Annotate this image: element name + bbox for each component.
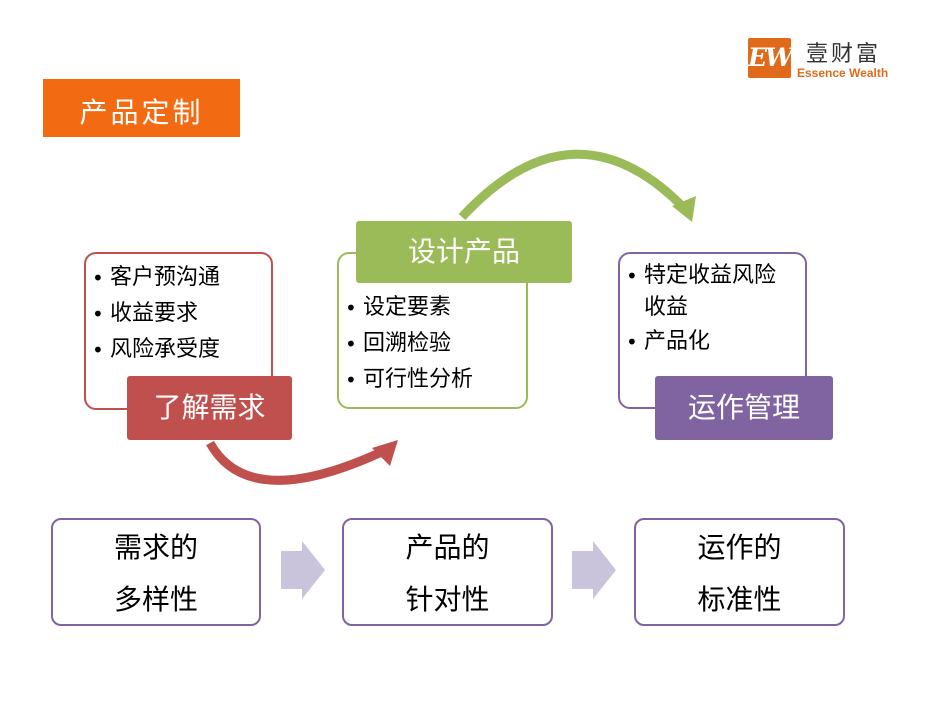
list-item: 设定要素 (339, 290, 526, 326)
list-item: 特定收益风险收益 (620, 260, 791, 324)
arrow-red-head (372, 440, 398, 466)
page-title: 产品定制 (79, 96, 204, 129)
characteristic-box-targeting: 产品的 针对性 (342, 518, 553, 626)
characteristic-box-standard: 运作的 标准性 (634, 518, 845, 626)
arrow-understand-to-design (206, 440, 392, 485)
logo-english-name: Essence Wealth (797, 66, 889, 80)
logo-mark-text: EW (748, 43, 793, 72)
logo-mark: EW (748, 38, 793, 78)
arrow-design-to-operate (458, 149, 690, 221)
characteristic-line: 需求的 (113, 531, 198, 564)
list-item: 可行性分析 (339, 362, 526, 398)
stage-label-operate: 运作管理 (655, 376, 833, 440)
characteristic-line: 多样性 (113, 583, 198, 616)
page-title-box: 产品定制 (43, 79, 240, 137)
list-item: 收益要求 (86, 296, 271, 332)
list-item: 回溯检验 (339, 326, 526, 362)
chevron-arrow-1 (281, 541, 325, 599)
logo-chinese-name: 壹财富 (806, 42, 882, 67)
characteristic-line: 标准性 (697, 583, 782, 616)
stage-label-understand: 了解需求 (127, 376, 292, 440)
characteristic-line: 运作的 (697, 531, 782, 564)
list-item: 产品化 (620, 324, 791, 360)
characteristic-line: 针对性 (405, 583, 490, 616)
list-item: 风险承受度 (86, 332, 271, 368)
stage-label-design: 设计产品 (356, 221, 572, 283)
list-item: 客户预沟通 (86, 260, 271, 296)
arrow-green-head (672, 196, 696, 222)
chevron-arrow-2 (572, 541, 616, 599)
characteristic-line: 产品的 (405, 531, 490, 564)
characteristic-box-diversity: 需求的 多样性 (51, 518, 261, 626)
